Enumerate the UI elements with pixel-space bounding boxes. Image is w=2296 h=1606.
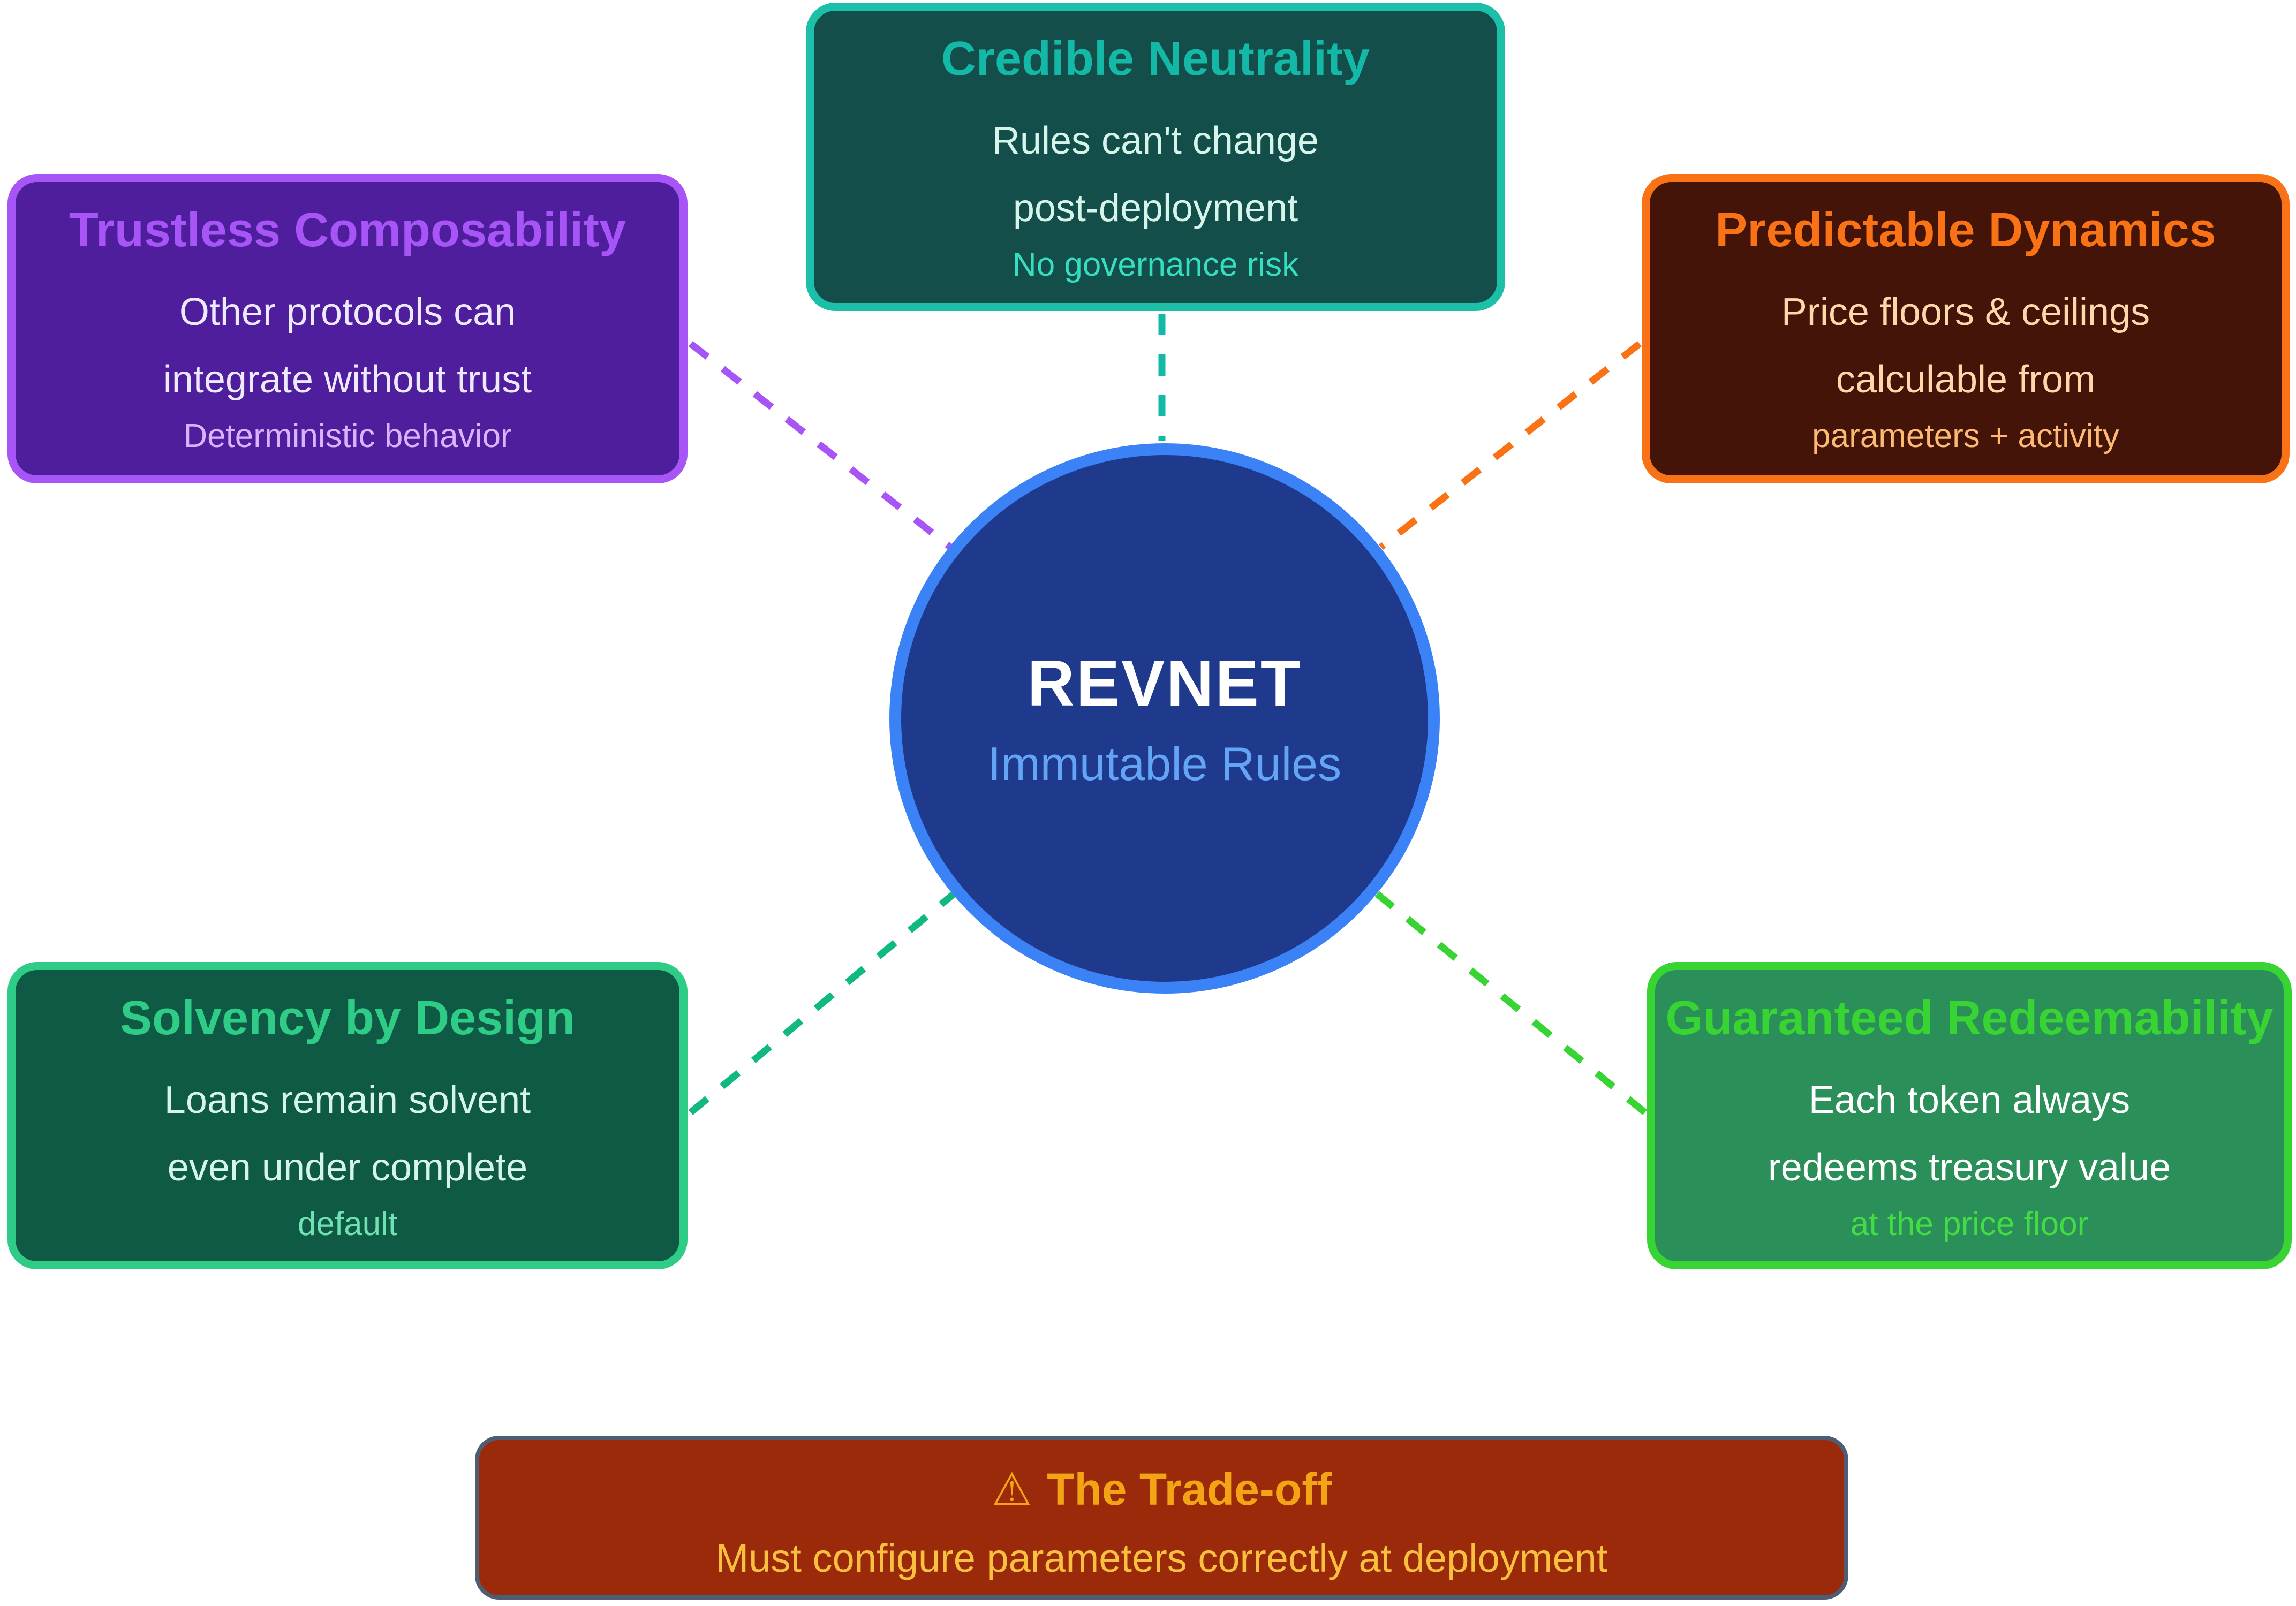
tradeoff-title: ⚠ The Trade-off — [992, 1467, 1332, 1512]
card-body-line: integrate without trust — [163, 358, 532, 401]
card-credible-neutrality: Credible Neutrality Rules can't change p… — [806, 3, 1505, 311]
warning-icon: ⚠ — [991, 1464, 1032, 1514]
connector-guaranteed-redeemability — [1374, 891, 1648, 1116]
card-predictable-dynamics: Predictable Dynamics Price floors & ceil… — [1642, 174, 2290, 483]
tradeoff-banner: ⚠ The Trade-off Must configure parameters… — [475, 1436, 1848, 1600]
card-note: parameters + activity — [1812, 418, 2119, 454]
connector-trustless-composability — [688, 340, 953, 550]
center-node-revnet: REVNET Immutable Rules — [889, 443, 1440, 994]
card-note: Deterministic behavior — [183, 418, 512, 454]
card-note: default — [297, 1206, 398, 1243]
connector-predictable-dynamics — [1378, 340, 1642, 550]
card-title: Credible Neutrality — [941, 32, 1370, 86]
card-body-line: Rules can't change — [992, 119, 1319, 162]
card-body-line: Loans remain solvent — [164, 1079, 531, 1122]
tradeoff-title-text: The Trade-off — [1047, 1464, 1332, 1514]
card-solvency-by-design: Solvency by Design Loans remain solvent … — [7, 962, 688, 1269]
card-title: Predictable Dynamics — [1715, 203, 2216, 257]
card-body-line: post-deployment — [1013, 187, 1298, 230]
card-body-line: redeems treasury value — [1768, 1146, 2171, 1189]
tradeoff-body: Must configure parameters correctly at d… — [715, 1536, 1608, 1580]
card-note: at the price floor — [1850, 1206, 2089, 1243]
center-node-title: REVNET — [1027, 647, 1302, 719]
card-title: Solvency by Design — [119, 991, 576, 1045]
card-title: Guaranteed Redeemability — [1665, 991, 2274, 1045]
card-body-line: Other protocols can — [179, 291, 516, 334]
card-note: No governance risk — [1012, 246, 1299, 283]
card-trustless-composability: Trustless Composability Other protocols … — [7, 174, 688, 483]
center-node-subtitle: Immutable Rules — [987, 737, 1342, 790]
connector-solvency-by-design — [688, 891, 956, 1115]
card-body-line: Price floors & ceilings — [1781, 291, 2150, 334]
card-body-line: even under complete — [167, 1146, 528, 1189]
card-title: Trustless Composability — [69, 203, 626, 257]
card-body-line: calculable from — [1836, 358, 2096, 401]
card-guaranteed-redeemability: Guaranteed Redeemability Each token alwa… — [1647, 962, 2292, 1269]
card-body-line: Each token always — [1808, 1079, 2131, 1122]
